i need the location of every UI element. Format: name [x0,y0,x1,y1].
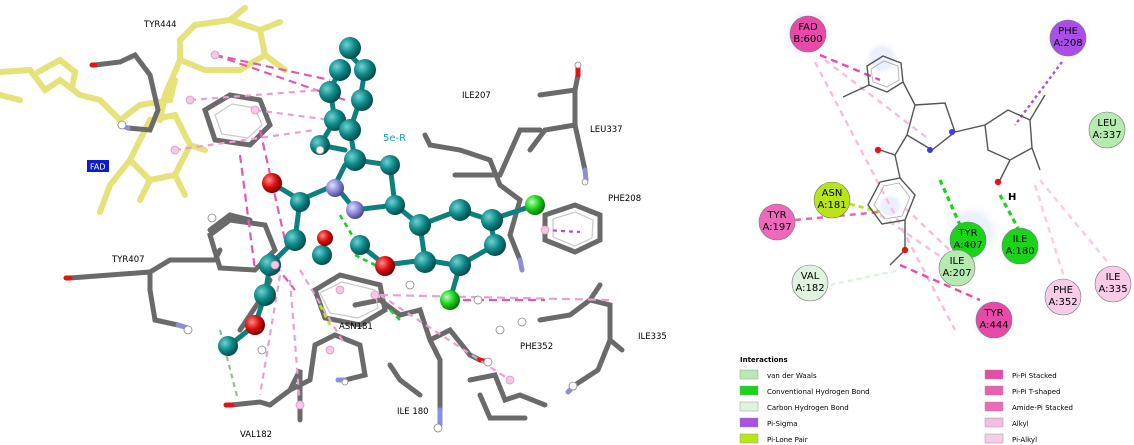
ligand-5e-r-atoms [218,37,545,356]
residue-name: ILE [950,256,965,267]
residue-label-3d-tyr407: TYR407 [111,255,145,265]
residue-label-3d-tyr444: TYR444 [143,20,177,30]
legend-title: Interactions [740,356,788,364]
residue-number: A:181 [817,200,846,211]
residue-number: A:182 [795,283,824,294]
pi-centroids [170,50,550,410]
residue-label-3d-asn181: ASN181 [339,322,373,332]
residue-label-3d-phe208: PHE208 [608,194,641,204]
residue-label-3d-ile180: ILE 180 [397,407,429,417]
legend-swatch [739,417,759,428]
residue-disc-tyr-a197: TYR A:197 [758,203,796,241]
legend-label: Pi-Pi T-shaped [1012,388,1061,396]
legend-item-alkyl: Alkyl [984,417,1029,428]
legend-label: Carbon Hydrogen Bond [767,404,849,412]
legend-label: Pi-Lone Pair [767,436,808,444]
residue-disc-fad-b600: FAD B:600 [789,15,827,53]
legend-item-pi-alkyl: Pi-Alkyl [984,433,1037,444]
legend-swatch [739,385,759,396]
legend-label: Pi-Pi Stacked [1012,372,1057,380]
docking-3d-view: TYR444 ILE207 LEU337 PHE208 TYR407 ASN18… [0,5,667,440]
legend-item-conventional-hbond: Conventional Hydrogen Bond [739,385,870,396]
residue-name: PHE [1053,285,1073,296]
residue-number: A:407 [953,240,982,251]
legend-label: van der Waals [767,372,817,380]
residue-name: TYR [983,308,1003,319]
fad-cofactor-sticks [0,5,288,215]
legend-label: Alkyl [1012,420,1029,428]
legend-item-pi-pi-stacked: Pi-Pi Stacked [984,369,1057,380]
residue-disc-phe-a352: PHE A:352 [1044,278,1082,316]
ligand-2d-skeleton [842,55,1046,266]
legend-swatch [984,369,1004,380]
legend-swatch [984,417,1004,428]
residue-name: VAL [801,271,820,282]
residue-disc-ile-a335: ILE A:335 [1094,265,1132,303]
residue-name: TYR [957,228,977,239]
residue-name: TYR [766,210,786,221]
residue-disc-phe-a208: PHE A:208 [1049,19,1087,57]
residue-number: A:335 [1098,284,1127,295]
hbond-hydrogen-label: H [1008,192,1016,203]
legend-label: Conventional Hydrogen Bond [767,388,870,396]
legend-swatch [739,433,759,444]
residue-number: B:600 [793,34,822,45]
ligand-2d-heteroatoms [874,129,1002,254]
ring-inner-bonds [214,103,594,319]
legend-item-pi-lone-pair: Pi-Lone Pair [739,433,808,444]
fad-tag-label: FAD [90,163,106,172]
residue-label-3d-phe352: PHE352 [520,342,553,352]
legend-item-pi-sigma: Pi-Sigma [739,417,797,428]
residue-number: A:444 [979,320,1008,331]
residue-disc-asn-a181: ASN A:181 [813,181,851,219]
protein-aromatic-rings [201,92,603,328]
interaction-legend: Interactions van der Waals Conventional … [739,356,1073,444]
residue-number: A:337 [1092,130,1121,141]
residue-number: A:207 [942,268,971,279]
residue-name: FAD [798,22,818,33]
residue-number: A:208 [1053,38,1082,49]
legend-item-carbon-hbond: Carbon Hydrogen Bond [739,401,849,412]
residue-number: A:352 [1048,297,1077,308]
legend-swatch [739,369,759,380]
hydrogen-atoms [117,61,589,433]
residue-name: LEU [1097,118,1116,129]
residue-disc-tyr-a444: TYR A:444 [975,301,1013,339]
residue-name: ILE [1106,272,1121,283]
residue-disc-leu-a337: LEU A:337 [1088,111,1126,149]
legend-item-pi-pi-t-shaped: Pi-Pi T-shaped [984,385,1061,396]
legend-swatch [984,385,1004,396]
legend-swatch [984,433,1004,444]
residue-label-3d-ile207: ILE207 [462,91,491,101]
legend-label: Pi-Alkyl [1012,436,1037,444]
fad-tag-box [87,160,109,172]
legend-item-amide-pi-stacked: Amide-Pi Stacked [984,401,1073,412]
legend-swatch [739,401,759,412]
legend-swatch [984,401,1004,412]
legend-item-van-der-waals: van der Waals [739,369,817,380]
interaction-2d-diagram: H FAD B:600 PHE A:208 LEU A:337 ASN A:18… [739,6,1132,444]
residue-label-3d-val182: VAL182 [240,430,272,440]
residue-label-3d-leu337: LEU337 [590,125,623,135]
residue-name: ASN [822,188,843,199]
residue-label-3d-ile335: ILE335 [638,332,667,342]
residue-number: A:180 [1005,246,1034,257]
protein-residue-sticks [67,51,625,423]
residue-number: A:197 [762,222,791,233]
residue-name: PHE [1058,26,1078,37]
residue-name: ILE [1013,234,1028,245]
residue-disc-ile-a180: ILE A:180 [1001,227,1039,265]
legend-label: Pi-Sigma [767,420,797,428]
residue-disc-val-a182: VAL A:182 [791,264,829,302]
ligand-label-5e-r: 5e-R [383,133,406,144]
legend-label: Amide-Pi Stacked [1012,404,1073,412]
residue-disc-ile-a207: ILE A:207 [938,249,976,287]
